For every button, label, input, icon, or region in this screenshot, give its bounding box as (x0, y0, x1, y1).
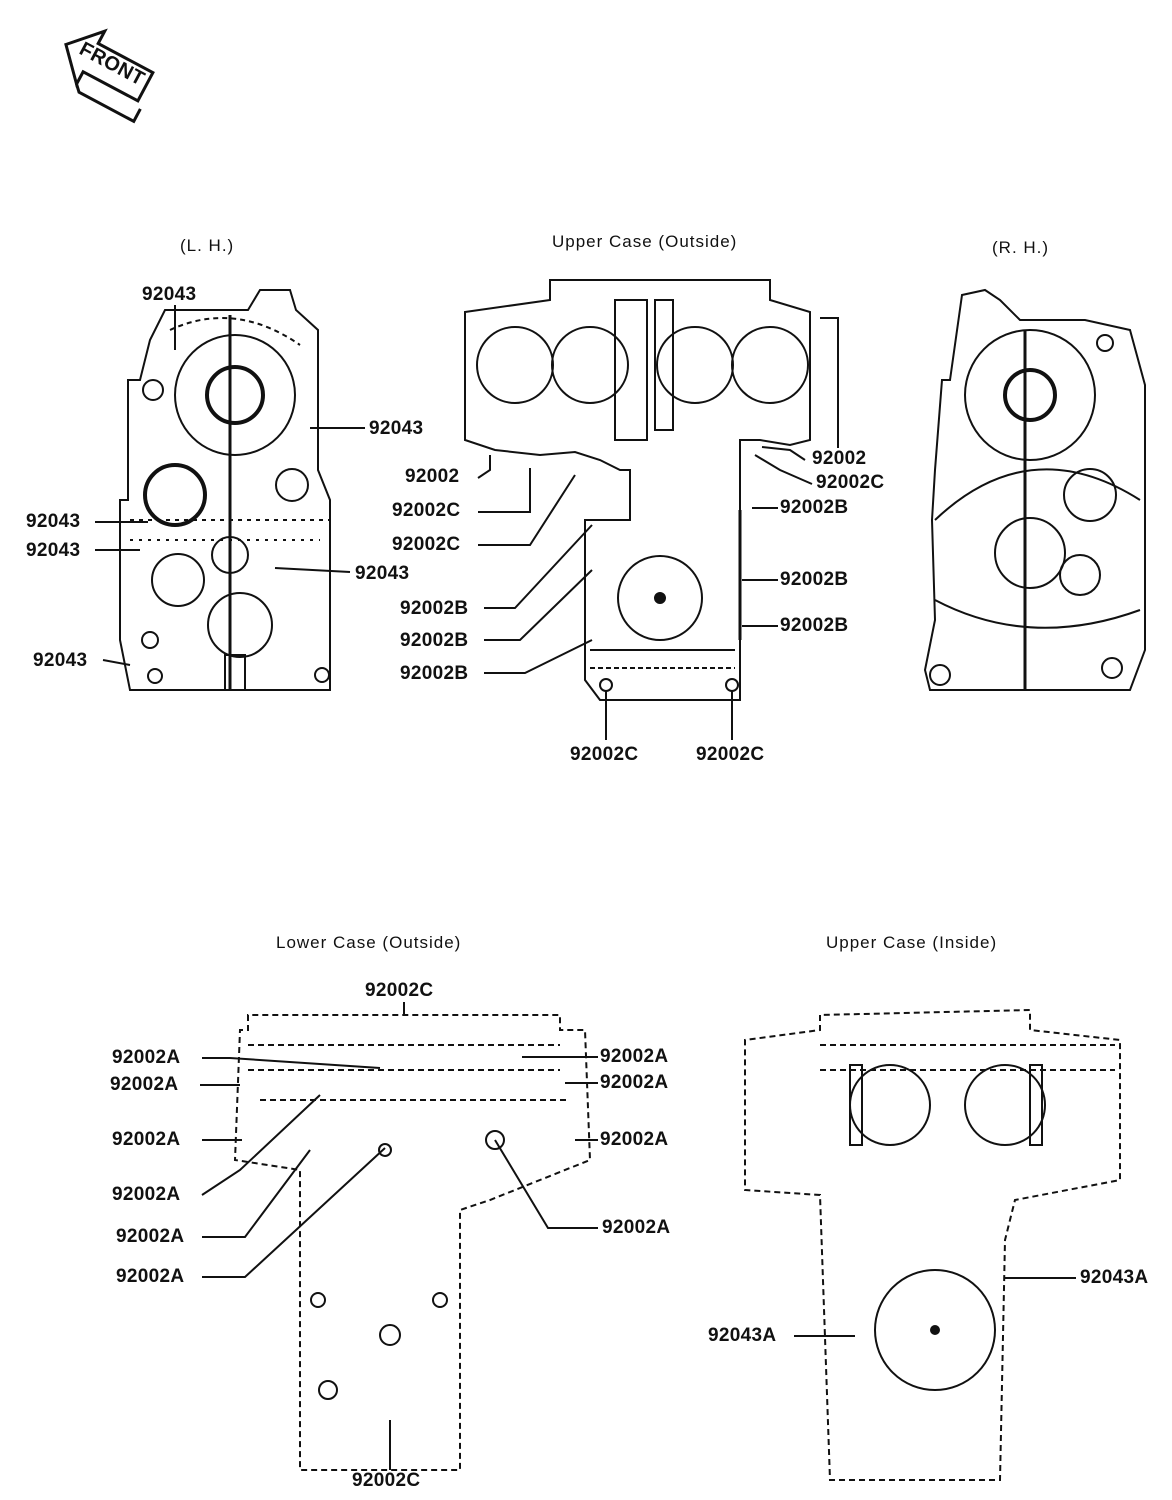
part-label: 92002B (400, 663, 469, 684)
part-label: 92043 (33, 650, 88, 671)
lower-outside-leaders (200, 1002, 598, 1470)
rh-case-drawing (923, 288, 1146, 691)
part-label: 92002B (780, 569, 849, 590)
part-label: 92002C (392, 500, 461, 521)
upper-inside-leaders (794, 1277, 1076, 1337)
part-label: 92002A (602, 1217, 671, 1238)
part-label: 92043 (26, 511, 81, 532)
lower-outside-case-drawing (233, 1014, 592, 1471)
part-label: 92043 (142, 284, 197, 305)
part-label: 92002C (816, 472, 885, 493)
part-label: 92002A (112, 1129, 181, 1150)
part-label: 92002C (696, 744, 765, 765)
part-label: 92002B (400, 598, 469, 619)
part-label: 92002B (400, 630, 469, 651)
lower-outside-view-title: Lower Case (Outside) (276, 933, 462, 952)
part-label: 92002 (812, 448, 867, 469)
upper-outside-case-drawing (464, 279, 839, 740)
part-label: 92002A (112, 1047, 181, 1068)
part-label: 92002A (116, 1266, 185, 1287)
part-label: 92002A (600, 1129, 669, 1150)
part-label: 92043A (708, 1325, 777, 1346)
part-label: 92043 (355, 563, 410, 584)
front-arrow-icon (64, 28, 155, 124)
rh-view-title: (R. H.) (992, 238, 1050, 257)
part-label: 92002C (352, 1470, 421, 1491)
part-label: 92002C (365, 980, 434, 1001)
part-label: 92002A (116, 1226, 185, 1247)
part-label: 92043A (1080, 1267, 1149, 1288)
part-label: 92002A (110, 1074, 179, 1095)
upper-inside-view-title: Upper Case (Inside) (826, 933, 998, 952)
part-label: 92002B (780, 615, 849, 636)
part-label: 92002C (392, 534, 461, 555)
part-label: 92002 (405, 466, 460, 487)
lh-view-title: (L. H.) (180, 236, 235, 255)
part-label: 92043 (369, 418, 424, 439)
upper-outside-view-title: Upper Case (Outside) (552, 232, 738, 251)
part-label: 92002B (780, 497, 849, 518)
part-label: 92002C (570, 744, 639, 765)
part-label: 92043 (26, 540, 81, 561)
part-label: 92002A (112, 1184, 181, 1205)
part-label: 92002A (600, 1072, 669, 1093)
part-label: 92002A (600, 1046, 669, 1067)
upper-inside-case-drawing (744, 1008, 1121, 1481)
lh-case-drawing (95, 289, 365, 691)
